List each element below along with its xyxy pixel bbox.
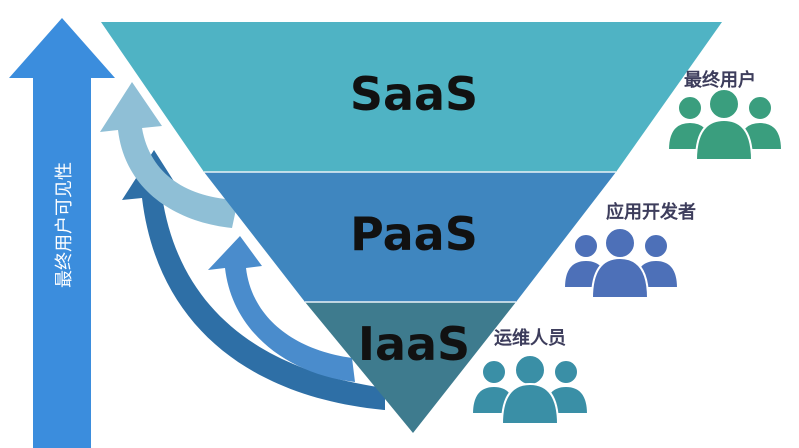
visibility-axis-label: 最终用户可见性 (54, 162, 75, 288)
curved-arrows (100, 82, 385, 410)
iaas-label: IaaS (358, 317, 470, 371)
visibility-arrow-shape (9, 18, 115, 448)
people-group-icon (666, 88, 784, 161)
audience-app-developers: 应用开发者 (562, 201, 696, 299)
audience-operators: 运维人员 (470, 327, 590, 425)
paas-label: PaaS (350, 207, 478, 261)
visibility-arrow: 最终用户可见性 (9, 18, 115, 448)
saas-label: SaaS (350, 67, 478, 121)
iaas-layer (305, 302, 516, 433)
people-group-icon (562, 227, 680, 299)
audience-end-users: 最终用户 (666, 69, 784, 161)
app-developers-label: 应用开发者 (606, 201, 696, 223)
saas-layer (101, 22, 722, 172)
paas-layer (204, 172, 616, 302)
operators-label: 运维人员 (494, 327, 566, 349)
curve-arrow-medium (208, 236, 355, 382)
people-group-icon (470, 354, 590, 425)
service-layers: SaaS PaaS IaaS (101, 22, 722, 433)
end-users-label: 最终用户 (684, 69, 756, 91)
curve-arrow-small (100, 82, 238, 228)
